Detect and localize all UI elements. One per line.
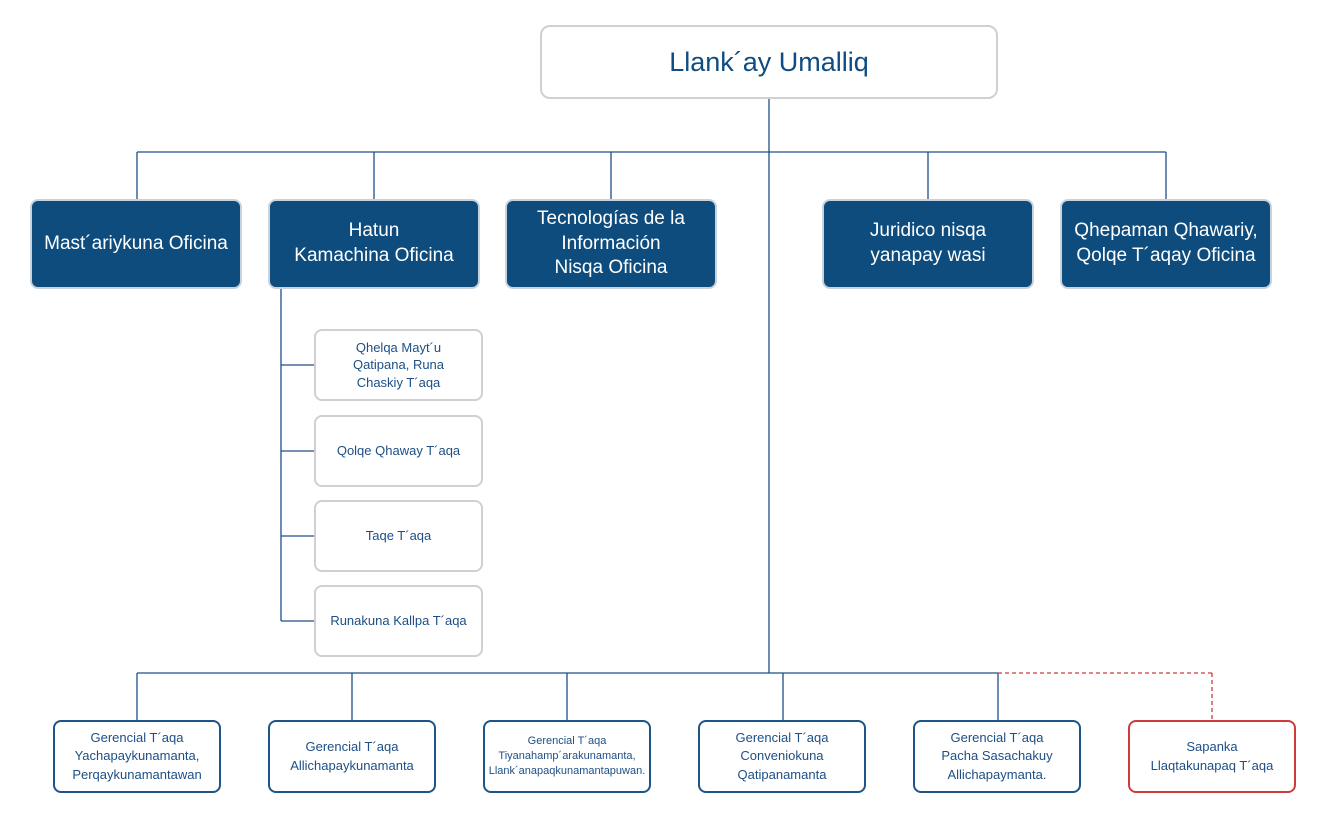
dept-box-outreach: Mast´ariykuna Oficina — [30, 199, 242, 289]
unit-box-red: Sapanka Llaqtakunapaq T´aqa — [1128, 720, 1296, 793]
unit-box: Gerencial T´aqa Tiyanahamp´arakunamanta,… — [483, 720, 651, 793]
unit-box: Gerencial T´aqa Pacha Sasachakuy Allicha… — [913, 720, 1081, 793]
unit-box: Gerencial T´aqa Conveniokuna Qatipanaman… — [698, 720, 866, 793]
sub-unit-box: Qhelqa Mayt´u Qatipana, Runa Chaskiy T´a… — [314, 329, 483, 401]
unit-box: Gerencial T´aqa Yachapaykunamanta, Perqa… — [53, 720, 221, 793]
dept-box-legal-office: Hatun Kamachina Oficina — [268, 199, 480, 289]
sub-unit-box: Qolqe Qhaway T´aqa — [314, 415, 483, 487]
sub-unit-box: Runakuna Kallpa T´aqa — [314, 585, 483, 657]
dept-box-juridical: Juridico nisqa yanapay wasi — [822, 199, 1034, 289]
root-box: Llank´ay Umalliq — [540, 25, 998, 99]
sub-unit-box: Taqe T´aqa — [314, 500, 483, 572]
dept-box-it: Tecnologías de la Información Nisqa Ofic… — [505, 199, 717, 289]
dept-box-planning: Qhepaman Qhawariy, Qolqe T´aqay Oficina — [1060, 199, 1272, 289]
unit-box: Gerencial T´aqa Allichapaykunamanta — [268, 720, 436, 793]
